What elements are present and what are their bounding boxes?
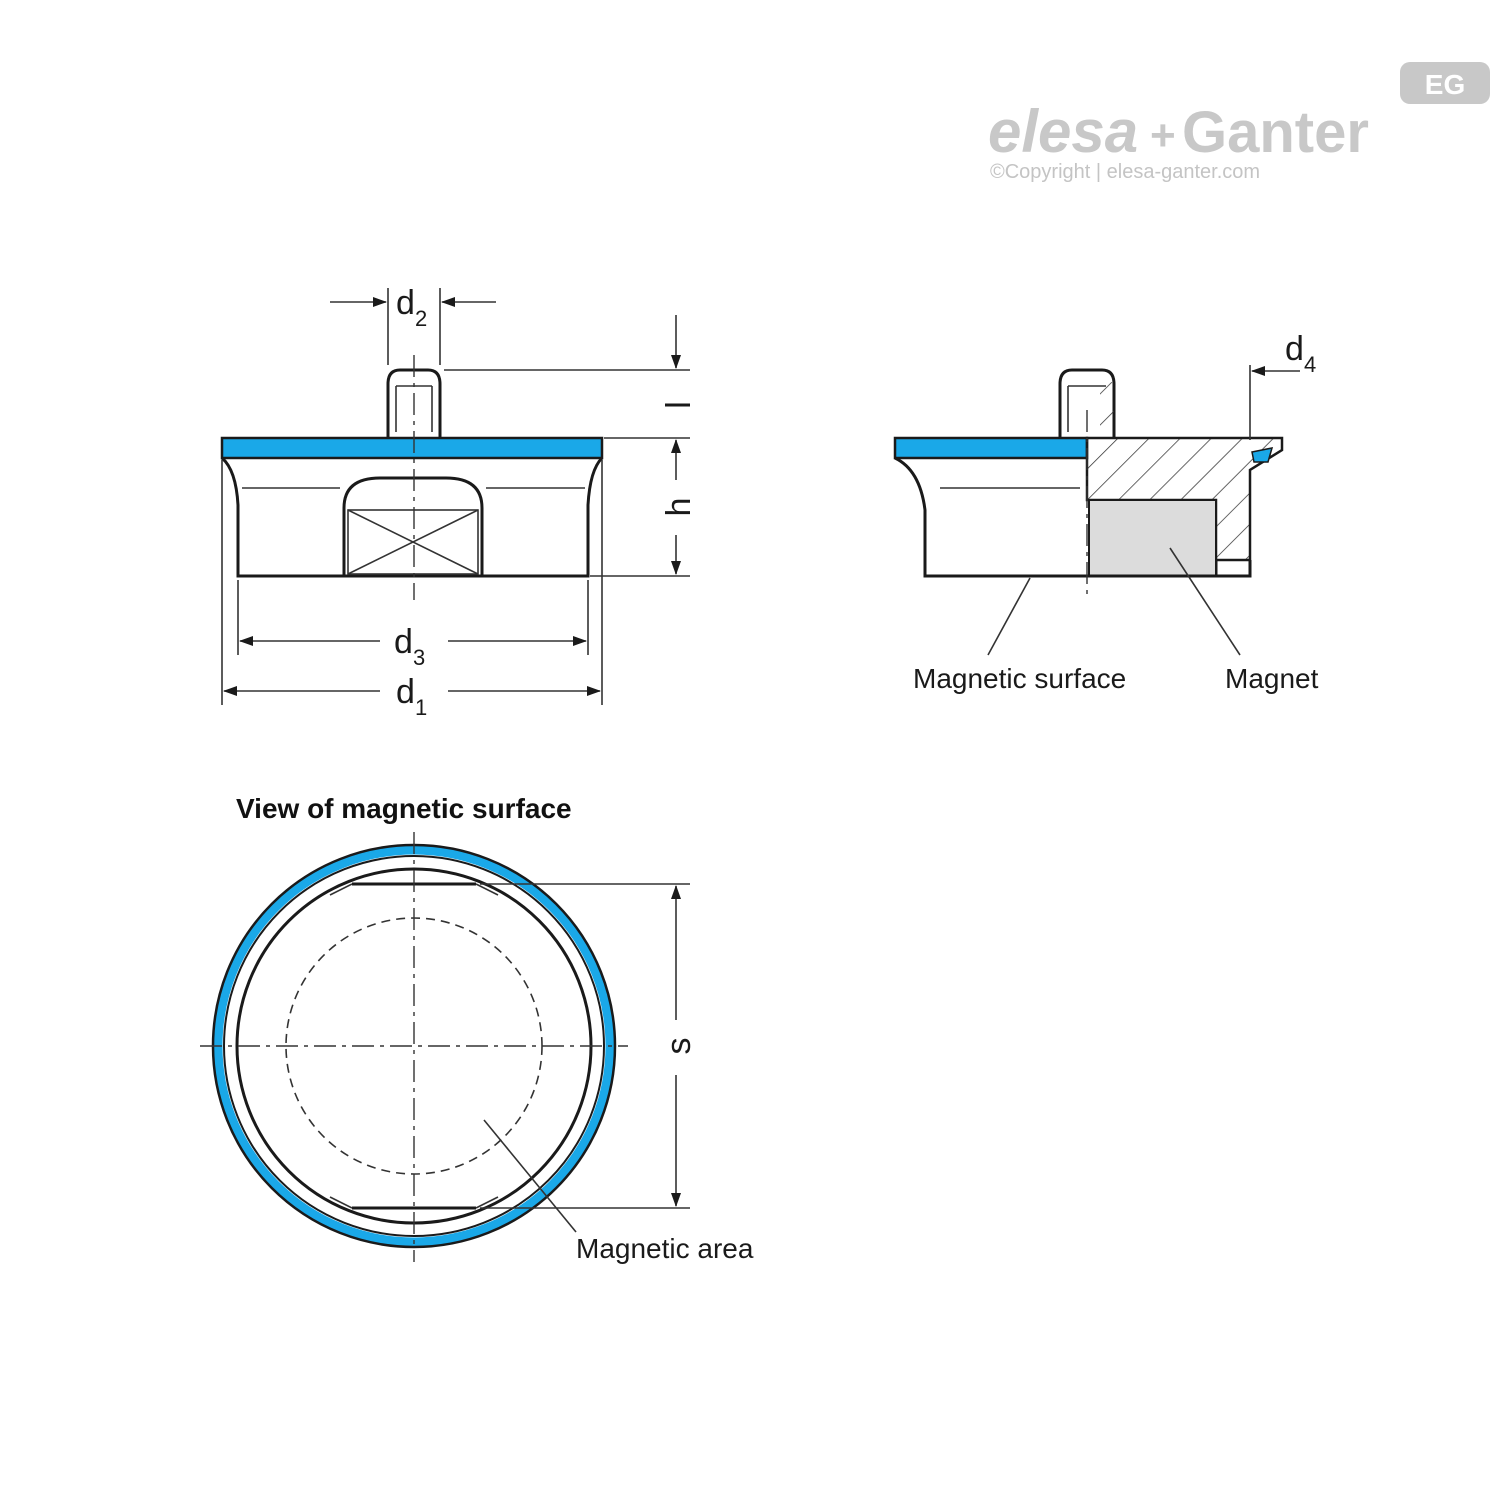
logo-brand-right: Ganter — [1182, 100, 1369, 165]
bottom-view-title: View of magnetic surface — [236, 793, 572, 824]
logo-copyright: ©Copyright | elesa-ganter.com — [990, 161, 1260, 183]
dim-s: s — [660, 1038, 698, 1055]
bottom-view: View of magnetic surface s Magnetic area — [200, 793, 754, 1264]
magnetic-surface-section — [893, 436, 1089, 460]
label-magnetic-area: Magnetic area — [576, 1233, 754, 1264]
logo-plus: + — [1150, 111, 1176, 160]
dim-d1: d — [396, 673, 415, 711]
label-magnetic-surface: Magnetic surface — [913, 663, 1126, 694]
section-view: d 4 Magnetic surface Magnet — [893, 330, 1319, 694]
elesa-ganter-logo: EG elesa + Ganter ©Copyright | elesa-gan… — [988, 62, 1490, 183]
eg-badge — [1400, 62, 1490, 104]
dim-d2: d — [396, 284, 415, 322]
dim-d2-sub: 2 — [415, 306, 427, 331]
dim-h: h — [660, 498, 698, 517]
wrench-flat — [342, 476, 484, 576]
magnet-block — [1088, 499, 1217, 577]
dim-d3: d — [394, 623, 413, 661]
body-outline — [220, 456, 604, 578]
label-magnet: Magnet — [1225, 663, 1319, 694]
logo-brand-left: elesa — [988, 98, 1138, 165]
eg-badge-text: EG — [1425, 69, 1465, 100]
magnetic-surface-top — [220, 436, 604, 460]
dim-d4-sub: 4 — [1304, 352, 1316, 377]
dim-d3-sub: 3 — [413, 645, 425, 670]
dim-d1-sub: 1 — [415, 695, 427, 720]
side-view: d 2 l h d 3 d 1 — [220, 284, 698, 720]
dim-l: l — [660, 401, 698, 409]
dim-d4: d — [1285, 330, 1304, 368]
